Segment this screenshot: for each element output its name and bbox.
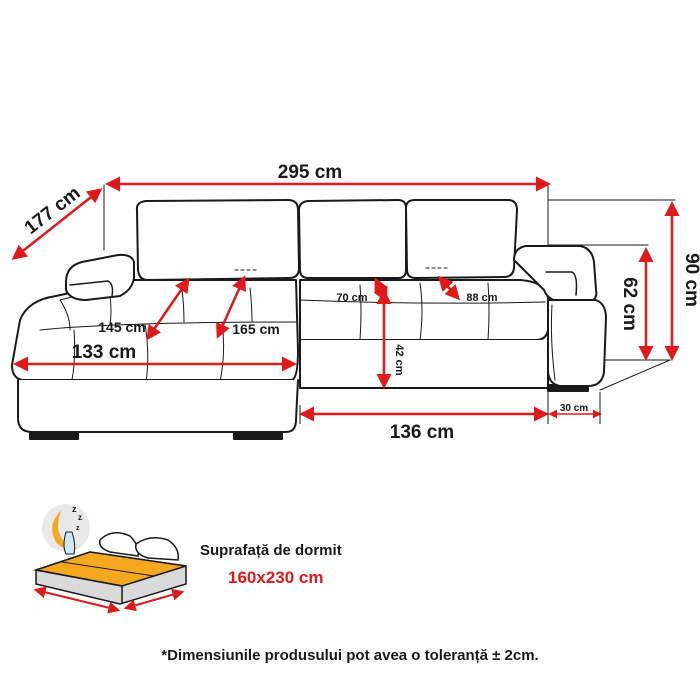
label-right-width: 136 cm <box>390 422 454 443</box>
svg-text:z: z <box>72 504 77 514</box>
label-chaise-diag-1: 145 cm <box>98 319 145 335</box>
svg-text:z: z <box>76 525 80 532</box>
sleeping-surface-label: Suprafață de dormit <box>200 542 342 559</box>
dim-line-seat-depth-2 <box>437 275 461 301</box>
sofa-drawing <box>11 184 676 440</box>
right-seat <box>299 279 549 341</box>
dimension-lines <box>11 176 680 422</box>
dim-line-chaise-diag-2 <box>216 275 246 339</box>
label-seat-height: 42 cm <box>393 344 405 375</box>
label-seat-depth-2: 88 cm <box>466 292 497 304</box>
sleeping-icon: z z z <box>33 504 187 614</box>
label-seat-depth-1: 70 cm <box>336 292 367 304</box>
back-cushion-right <box>405 199 518 279</box>
chaise-base <box>17 379 299 433</box>
label-total-width: 295 cm <box>278 162 342 183</box>
label-height-total: 90 cm <box>681 253 700 307</box>
sleeping-surface-size: 160x230 cm <box>228 568 323 587</box>
label-arm-width: 30 cm <box>560 403 588 414</box>
label-height-back: 62 cm <box>619 277 640 331</box>
back-cushion-left <box>135 199 300 281</box>
tolerance-note: *Dimensiunile produsului pot avea o tole… <box>161 647 538 664</box>
label-chaise-width: 133 cm <box>72 342 136 363</box>
label-chaise-diag-2: 165 cm <box>232 321 279 337</box>
dim-line-chaise-diag-1 <box>146 277 190 341</box>
back-cushion-middle <box>298 199 407 279</box>
moon-icon <box>42 504 90 552</box>
dim-line-depth-left <box>11 188 103 260</box>
right-base <box>299 339 549 389</box>
svg-text:z: z <box>78 513 82 522</box>
armrest-left <box>65 253 135 301</box>
